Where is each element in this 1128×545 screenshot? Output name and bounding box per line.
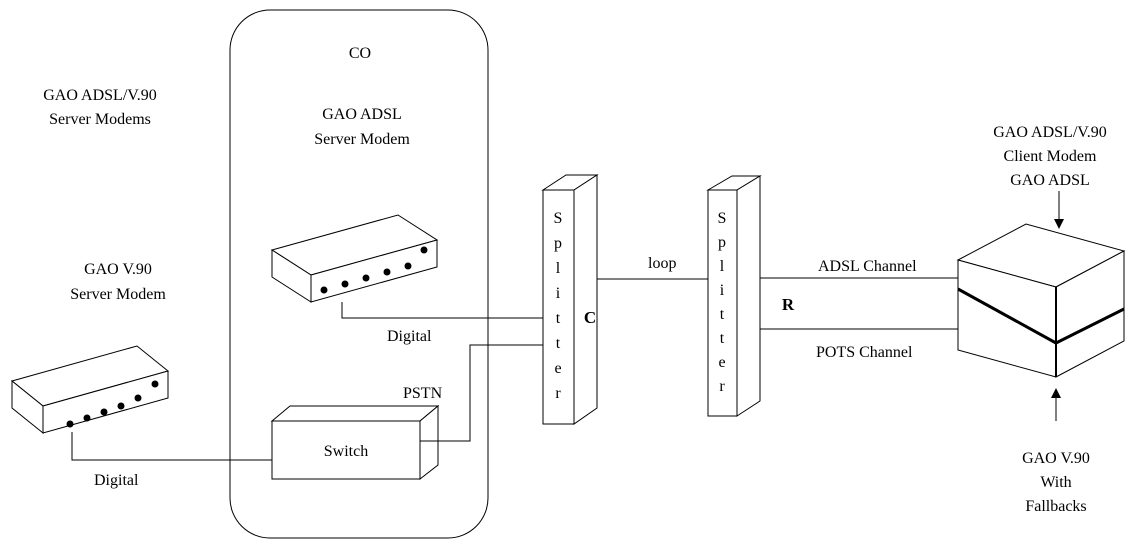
central-office-boundary [229,9,489,539]
client-modem-label-line3: GAO ADSL [1010,172,1090,189]
pots-channel-label: POTS Channel [816,344,913,361]
splitter-letter: p [554,235,562,252]
digital-label-upper: Digital [387,328,432,345]
fallback-label-line3: Fallbacks [1025,498,1086,515]
digital-label-lower: Digital [94,472,139,489]
splitter-letter: t [556,310,561,327]
switch-label: Switch [324,443,368,460]
splitter-c [541,174,599,425]
pstn-label: PSTN [403,385,443,402]
splitter-letter: t [720,306,725,323]
v90-server-modem-label-line1: GAO V.90 [84,261,152,278]
splitter-letter: t [556,335,561,352]
splitter-letter: i [556,285,561,302]
splitter-letter: t [720,330,725,347]
splitter-letter: i [720,282,725,299]
central-office-label: CO [349,45,371,62]
splitter-c-tag: C [584,308,596,327]
adsl-server-modem-label-line1: GAO ADSL [322,106,402,123]
fallback-label-line1: GAO V.90 [1022,450,1090,467]
splitter-r-tag: R [782,295,795,314]
fallback-label-line2: With [1040,474,1071,491]
v90-modem-leds-group [66,380,159,428]
v90-server-modem-label-line2: Server Modem [70,286,166,303]
splitter-letter: l [556,260,561,277]
splitter-letter: e [718,354,725,371]
adsl-server-modem-label-line2: Server Modem [314,131,410,148]
v90-server-modem [10,345,170,435]
client-modem-label-line2: Client Modem [1004,148,1097,165]
client-modem-label-line1: GAO ADSL/V.90 [993,124,1107,141]
adsl-server-modem [270,214,439,303]
splitter-letter: l [720,258,725,275]
loop-label: loop [648,255,676,272]
server-modems-label-line1: GAO ADSL/V.90 [43,87,157,104]
splitter-letter: r [555,385,561,402]
splitter-r [706,175,762,417]
splitter-letter: r [719,378,725,395]
adsl-modem-leds-group [320,246,428,294]
digital-wire-adsl [341,302,543,319]
client-modem-box [956,223,1126,378]
adsl-channel-label: ADSL Channel [818,258,917,275]
pstn-wire [420,344,543,442]
server-modems-label-line2: Server Modems [49,111,151,128]
splitter-letter: S [718,210,727,227]
switch-box [270,404,440,481]
splitter-letter: p [718,234,726,251]
splitter-letter: e [554,360,561,377]
splitter-letter: S [554,210,563,227]
digital-wire-v90 [71,432,272,461]
